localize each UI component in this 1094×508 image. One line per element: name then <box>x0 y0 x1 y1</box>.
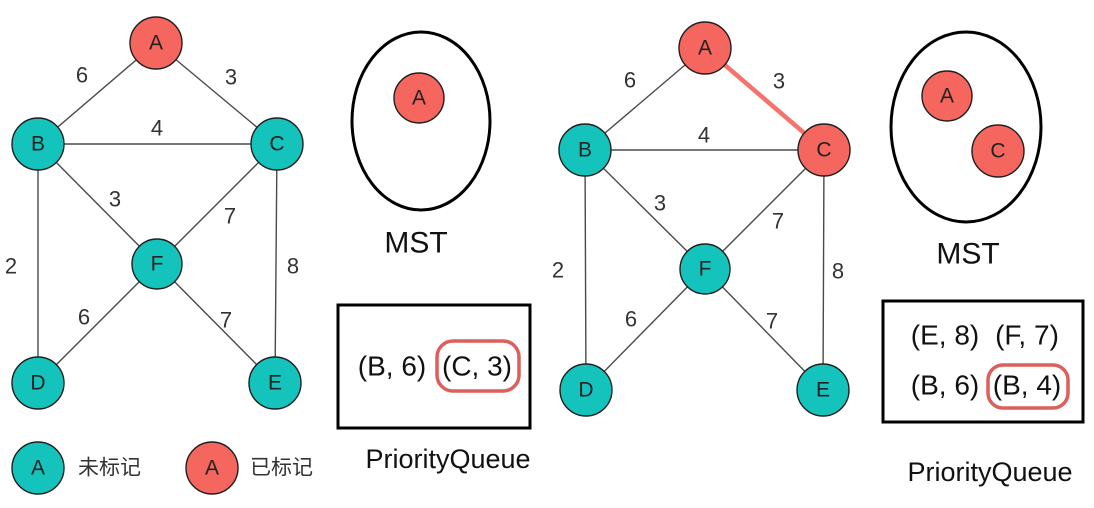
edge-f-e <box>704 268 824 391</box>
graph-node-a-label: A <box>149 32 163 55</box>
left-graph-nodes: A B C D E F <box>11 16 304 410</box>
edge-weight-c-e: 8 <box>287 254 299 279</box>
edge-d-f <box>585 268 706 391</box>
edge-weight-b-d: 2 <box>5 254 17 279</box>
queue-entry-c3: (C, 3) <box>442 351 512 382</box>
graph-node-f-label: F <box>699 258 712 281</box>
graph-node-d-label: D <box>30 372 45 395</box>
mst-title: MST <box>936 238 999 271</box>
left-graph-edges <box>37 42 278 384</box>
left-priority-queue: (B, 6) (C, 3) PriorityQueue <box>336 303 532 474</box>
graph-node-f-label: F <box>151 253 164 276</box>
edge-weight-b-c: 4 <box>698 123 710 148</box>
edge-b-d <box>584 149 587 391</box>
graph-node-e-label: E <box>816 379 830 402</box>
priority-queue-box <box>881 299 1085 424</box>
graph-node-c <box>797 123 851 177</box>
graph-node-f <box>131 238 183 290</box>
edge-weight-b-c: 4 <box>151 116 163 141</box>
edge-c-e <box>274 143 278 384</box>
mst-ellipse <box>889 30 1043 224</box>
queue-highlight-ring <box>986 363 1070 410</box>
edge-weight-c-f: 7 <box>772 209 784 234</box>
graph-node-d-label: D <box>578 379 593 402</box>
edge-weight-c-e: 8 <box>832 259 844 284</box>
queue-entry-b4: (B, 4) <box>993 370 1061 401</box>
mst-title: MST <box>384 227 447 260</box>
right-graph-edge-weights: 6 3 4 3 7 2 8 6 7 <box>552 68 844 334</box>
legend-unmarked-symbol: A <box>31 457 45 480</box>
graph-node-a <box>129 16 183 70</box>
queue-entry-b6: (B, 6) <box>911 370 979 401</box>
edge-weight-d-f: 6 <box>78 305 90 330</box>
edge-b-f <box>584 149 706 270</box>
mst-member-a <box>393 72 445 124</box>
edge-c-f <box>704 149 825 270</box>
graph-node-e-label: E <box>268 372 282 395</box>
mst-member-a <box>921 70 973 122</box>
edge-d-f <box>37 263 158 384</box>
edge-c-e <box>822 149 825 391</box>
priority-queue-box <box>336 303 532 430</box>
mst-member-c <box>971 124 1025 178</box>
legend-marked-node <box>185 441 239 495</box>
legend-marked-symbol: A <box>205 457 219 480</box>
graph-node-e <box>248 356 302 410</box>
graph-node-d <box>559 363 613 417</box>
queue-highlight-ring <box>435 339 521 393</box>
left-graph-edge-weights: 6 3 4 3 7 2 8 6 7 <box>5 63 299 333</box>
mst-member-c-label: C <box>990 140 1005 163</box>
mst-member-a-label: A <box>940 85 954 108</box>
graph-node-d <box>11 356 65 410</box>
right-panel: 6 3 4 3 7 2 8 6 7 A B C D E F <box>552 21 1085 487</box>
edge-weight-b-f: 3 <box>654 191 666 216</box>
right-graph-nodes: A B C D E F <box>558 21 851 417</box>
graph-node-a-label: A <box>698 37 712 60</box>
edge-weight-f-e: 7 <box>766 309 778 334</box>
legend-marked-label: 已标记 <box>250 457 313 480</box>
edge-weight-a-b: 6 <box>624 68 636 93</box>
graph-node-c <box>250 117 304 171</box>
edge-b-f <box>37 143 158 265</box>
legend: A 未标记 A 已标记 <box>11 441 313 495</box>
right-graph-edges <box>584 45 827 391</box>
queue-entry-b6: (B, 6) <box>358 351 426 382</box>
edge-weight-f-e: 7 <box>220 308 232 333</box>
graph-node-b <box>558 123 612 177</box>
priority-queue-title: PriorityQueue <box>365 444 530 474</box>
graph-node-b <box>11 117 65 171</box>
edge-weight-a-b: 6 <box>76 63 88 88</box>
legend-unmarked-node <box>11 441 65 495</box>
graph-node-b-label: B <box>31 133 45 156</box>
edge-weight-d-f: 6 <box>625 307 637 332</box>
mst-member-a-label: A <box>412 87 426 110</box>
priority-queue-title: PriorityQueue <box>907 457 1072 487</box>
right-priority-queue: (E, 8) (F, 7) (B, 6) (B, 4) PriorityQueu… <box>881 299 1085 487</box>
graph-node-c-label: C <box>269 133 284 156</box>
edge-c-f <box>156 143 278 265</box>
edge-weight-b-d: 2 <box>552 258 564 283</box>
graph-node-f <box>679 243 731 295</box>
graph-node-a <box>678 21 732 75</box>
edge-weight-c-f: 7 <box>224 204 236 229</box>
graph-node-c-label: C <box>816 139 831 162</box>
left-panel: 6 3 4 3 7 2 8 6 7 A B C D E F <box>5 16 532 495</box>
edge-weight-a-c: 3 <box>773 69 785 94</box>
graph-node-e <box>796 363 850 417</box>
edge-weight-b-f: 3 <box>109 187 121 212</box>
graph-node-b-label: B <box>578 139 592 162</box>
legend-unmarked-label: 未标记 <box>78 457 141 480</box>
right-mst: A C MST <box>889 30 1043 271</box>
queue-entry-f7: (F, 7) <box>995 320 1059 351</box>
left-mst: A MST <box>350 30 492 260</box>
queue-entry-e8: (E, 8) <box>911 320 979 351</box>
edge-weight-a-c: 3 <box>225 65 237 90</box>
edge-f-e <box>156 263 276 384</box>
